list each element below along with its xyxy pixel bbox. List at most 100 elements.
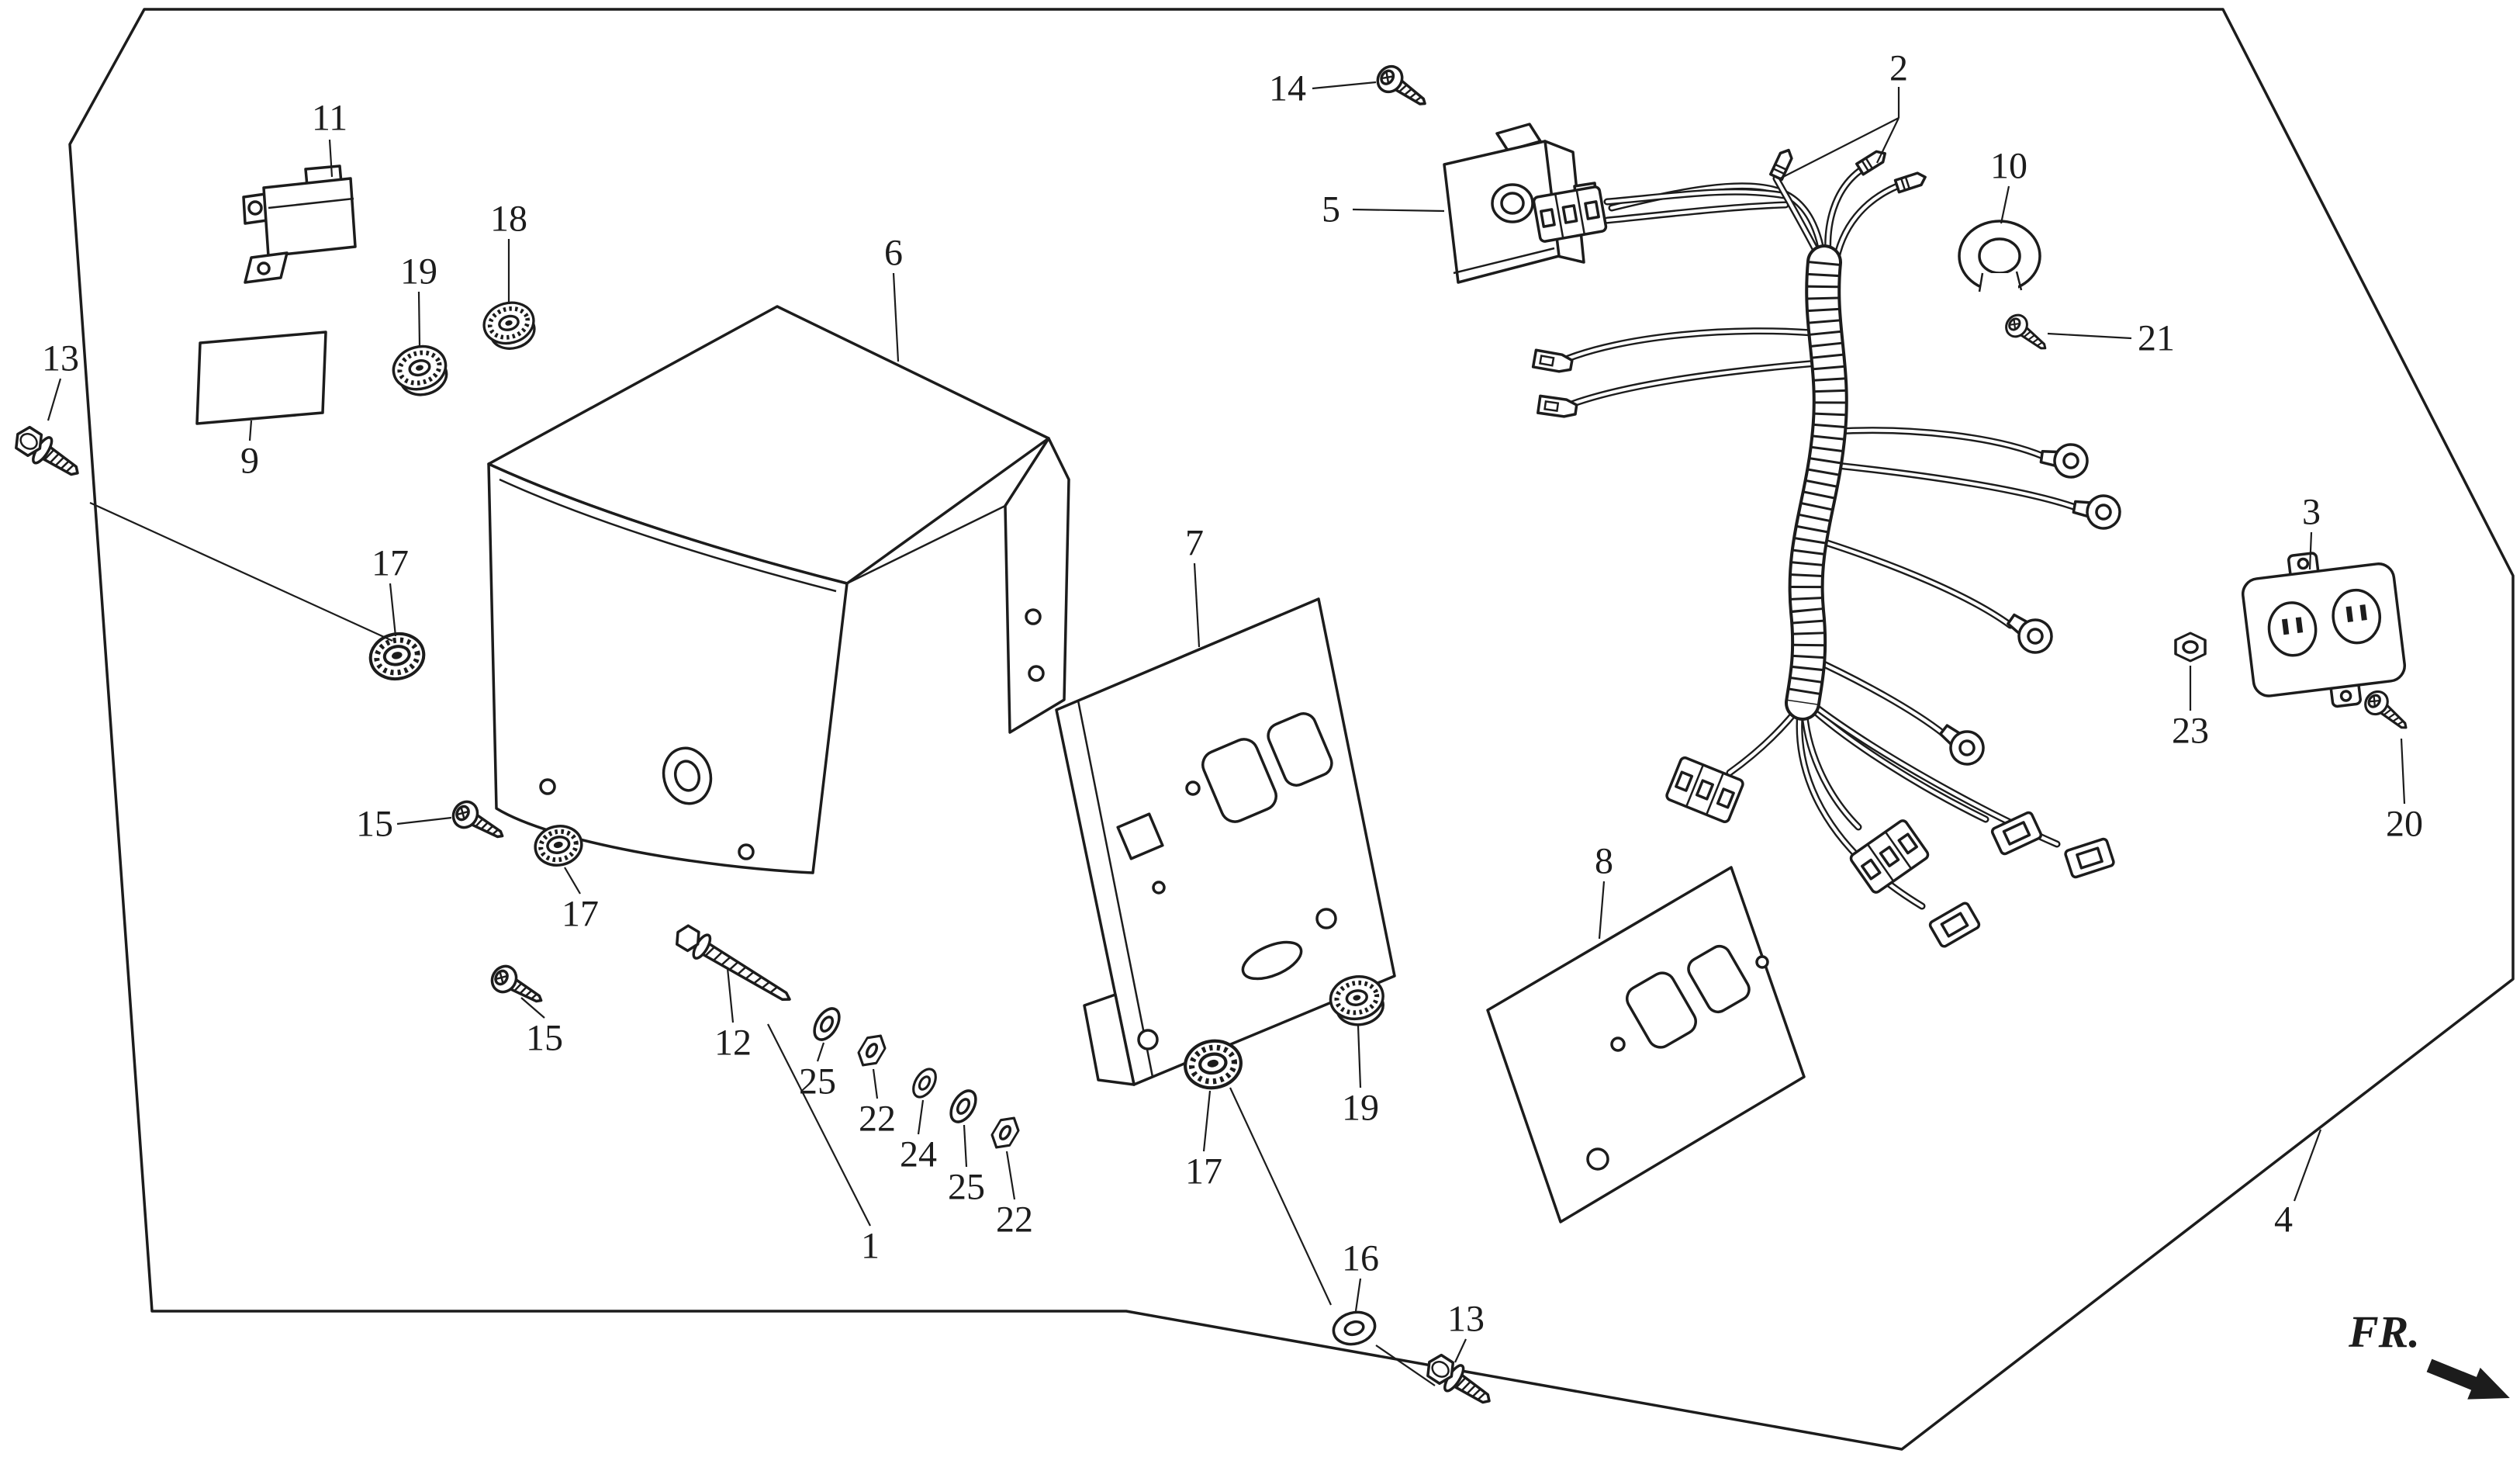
part-12-bolt [669,919,798,1012]
callout-leader-17 [1202,1090,1212,1152]
callout-leader-10 [2000,185,2010,224]
callout-leader-13 [47,378,62,421]
harness-bullet-terminal [1855,147,1890,176]
callout-14: 14 [1269,68,1306,109]
part-15-screw [486,960,549,1013]
callout-17: 17 [562,894,599,935]
callout-leader-13 [1454,1338,1467,1363]
part-24-washer [907,1064,942,1102]
part-23-nut [2174,632,2207,663]
part-25-washer [944,1085,983,1128]
part-25-washer [807,1002,846,1046]
harness-ring-terminal [2070,489,2124,533]
callout-leader-20 [2400,738,2406,805]
harness-spade-terminal [1531,348,1575,375]
callout-leader-15 [520,997,545,1019]
harness-ring-terminal [2038,439,2091,481]
part-7-switch-panel [1055,597,1396,1086]
callout-9: 9 [240,441,259,482]
callout-leader-16 [1354,1278,1362,1312]
callout-leader-19 [1357,1025,1362,1088]
harness-ring-terminal [1932,715,1992,773]
part-6-panel-cover [487,305,1070,874]
harness-connector [1531,185,1609,244]
callout-6: 6 [884,233,903,274]
callout-17: 17 [372,543,409,584]
callout-leader-24 [917,1099,925,1135]
part-11-circuit-breaker [242,164,357,284]
diagram-border-part-4 [68,8,2515,1451]
callout-leader-11 [328,139,334,178]
part-17-grommet [366,629,427,684]
callout-leader-12 [726,967,735,1023]
callout-23: 23 [2172,711,2209,752]
callout-15: 15 [356,804,393,845]
callout-13: 13 [42,338,79,379]
harness-connector [1848,817,1931,896]
part-21-screw [2000,310,2054,358]
callout-13: 13 [1447,1299,1485,1340]
callout-17: 17 [1185,1151,1222,1192]
part-9-label-plate [195,331,327,425]
front-direction-label: FR. [2348,1306,2420,1357]
part-13-bolt [8,420,88,487]
part-22-nut [852,1029,891,1072]
assembly-line-3 [1375,1345,1436,1386]
callout-leader-8 [1598,881,1606,940]
part-20-screw [2359,686,2415,739]
callout-25: 25 [799,1061,836,1102]
callout-4: 4 [2274,1199,2293,1241]
harness-bullet-terminal [1768,146,1796,182]
part-22-nut [986,1111,1025,1154]
callout-10: 10 [1990,146,2027,187]
callout-leader-1 [767,1023,871,1227]
assembly-line-1 [89,501,393,642]
callout-leader-25 [963,1124,968,1168]
callout-25: 25 [948,1167,985,1208]
callout-20: 20 [2386,804,2423,845]
callout-22: 22 [996,1199,1033,1241]
callout-16: 16 [1342,1238,1379,1279]
callout-22: 22 [859,1099,896,1140]
callout-18: 18 [490,199,527,240]
callout-2: 2 [1889,48,1908,89]
callout-8: 8 [1595,841,1613,882]
front-direction: FR. [2348,1306,2510,1400]
part-10-wire-clamp [1958,220,2041,295]
front-direction-arrow [2426,1358,2510,1400]
callout-leader-22 [872,1068,879,1099]
assembly-line-2 [1229,1087,1332,1306]
callout-leader-6 [892,272,900,362]
callout-leader-3 [2308,531,2313,570]
callout-leader-7 [1193,562,1201,648]
callout-19: 19 [400,251,437,292]
callout-leader-2 [1876,117,1900,164]
callout-12: 12 [714,1023,752,1064]
part-3-receptacle [2241,552,2406,708]
callout-19: 19 [1342,1088,1379,1129]
part-8-panel-gasket [1486,866,1806,1223]
callout-leader-4 [2293,1129,2322,1202]
callout-leader-2 [1779,117,1900,179]
callout-leader-19 [417,291,421,347]
callout-11: 11 [312,98,347,139]
callout-24: 24 [900,1134,937,1175]
callout-leader-5 [1352,208,1445,213]
part-13-bolt [1419,1348,1499,1415]
harness-bullet-terminal [1893,169,1929,194]
callout-15: 15 [526,1018,563,1059]
part-16-washer [1332,1310,1377,1346]
callout-leader-15 [396,816,452,825]
harness-spade-terminal [1537,394,1579,420]
callout-leader-14 [1312,81,1377,90]
callout-21: 21 [2138,318,2175,359]
callout-leader-17 [564,867,581,895]
part-14-screw [1371,60,1434,116]
callout-3: 3 [2302,492,2321,533]
callout-leader-25 [816,1042,825,1062]
harness-connector [2063,836,2116,880]
callout-leader-22 [1005,1151,1016,1200]
